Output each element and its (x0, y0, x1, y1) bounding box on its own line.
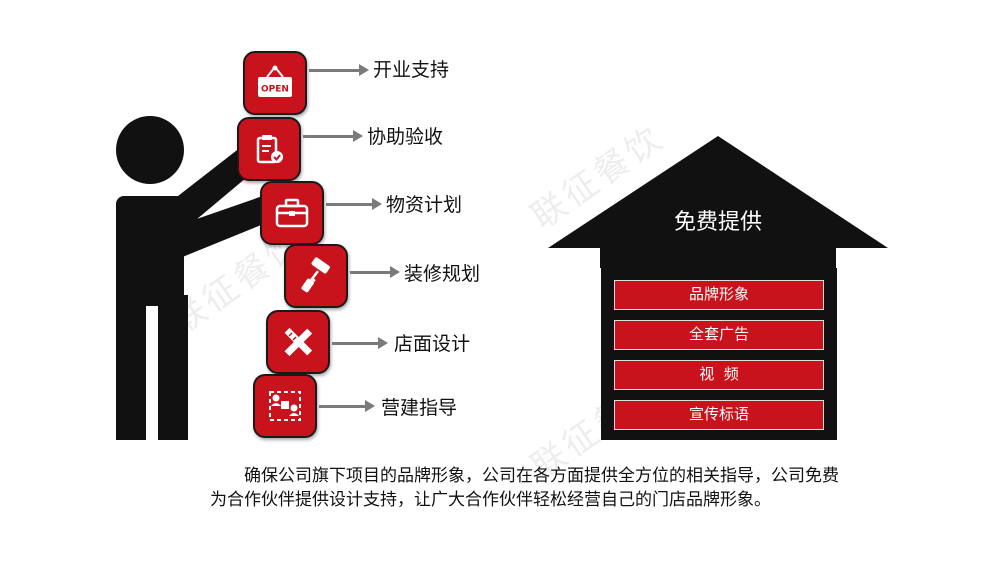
step-box-store-design (266, 310, 330, 374)
offering-brand-image: 品牌形象 (614, 280, 824, 310)
arrow-connector (319, 400, 375, 412)
step-box-materials (260, 181, 324, 245)
step-label-renovation: 装修规划 (404, 263, 481, 285)
house-roof (548, 136, 888, 268)
description-paragraph: 确保公司旗下项目的品牌形象，公司在各方面提供全方位的相关指导，公司免费为合作伙伴… (210, 466, 839, 510)
svg-text:OPEN: OPEN (261, 85, 289, 95)
step-box-acceptance (237, 117, 301, 181)
paint-roller-icon (301, 257, 330, 293)
arrow-connector (309, 64, 369, 76)
offering-video: 视 频 (614, 360, 824, 390)
step-label-open-support: 开业支持 (373, 59, 450, 81)
step-label-store-design: 店面设计 (394, 333, 471, 355)
team-structure-icon (269, 391, 301, 421)
toolbox-icon (275, 198, 309, 228)
arrow-connector (332, 337, 388, 349)
offering-advertising: 全套广告 (614, 320, 824, 350)
step-box-open: OPEN (243, 51, 307, 115)
clipboard-check-icon (256, 135, 283, 164)
step-label-construction: 营建指导 (381, 397, 458, 419)
offering-slogan: 宣传标语 (614, 400, 824, 430)
step-box-construction (253, 374, 317, 438)
step-box-renovation (284, 244, 348, 308)
arrow-connector (350, 266, 400, 278)
step-label-materials: 物资计划 (386, 194, 463, 216)
open-sign-icon: OPEN (258, 65, 292, 97)
pencil-ruler-icon (284, 327, 313, 357)
arrow-connector (303, 130, 363, 142)
arrow-connector (326, 198, 382, 210)
step-label-acceptance: 协助验收 (367, 126, 444, 148)
roof-title: 免费提供 (673, 210, 762, 235)
